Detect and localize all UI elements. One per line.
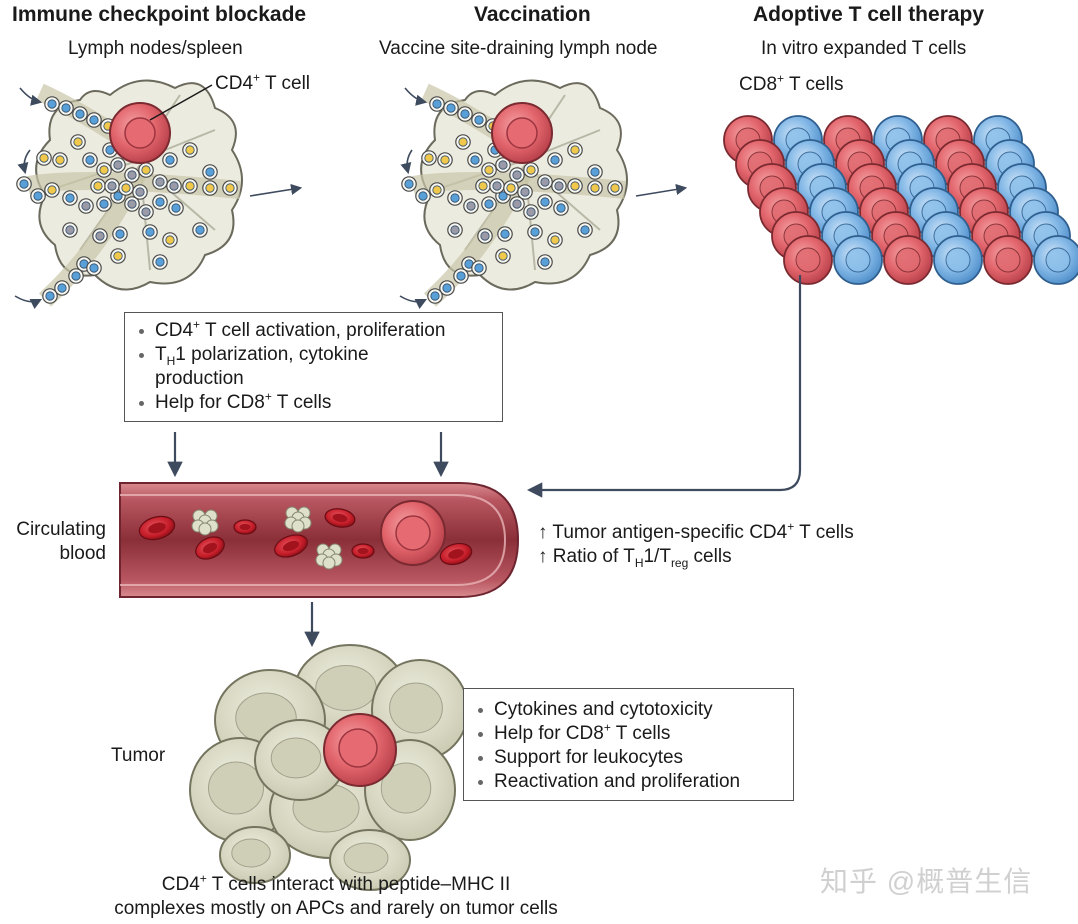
- cd4-t-cell-label: CD4+ T cell: [215, 70, 311, 94]
- tumor-label: Tumor: [111, 745, 166, 766]
- act-to-blood-arrow: [526, 275, 802, 498]
- function-item: Cytokines and cytotoxicity: [468, 698, 789, 722]
- column-title-act: Adoptive T cell therapy: [753, 3, 985, 26]
- function-item: Support for leukocytes: [468, 746, 789, 770]
- function-item: Help for CD8+ T cells: [468, 722, 789, 746]
- tumor-mass: [189, 644, 469, 891]
- blood-effect-1: ↑ Tumor antigen-specific CD4+ T cells: [538, 519, 854, 543]
- tumor-functions-box: Cytokines and cytotoxicity Help for CD8+…: [463, 688, 794, 801]
- cd8-t-cells-label: CD8+ T cells: [739, 71, 844, 95]
- watermark: 知乎 @概普生信: [820, 866, 1033, 897]
- blood-effect-2: ↑ Ratio of TH1/Treg cells: [538, 546, 732, 570]
- tumor-caption: CD4+ T cells interact with peptide–MHC I…: [114, 871, 558, 919]
- activation-item: CD4+ T cell activation, proliferation: [129, 319, 498, 343]
- expanded-t-cells: [723, 115, 1078, 285]
- red-blood-cells: [138, 508, 473, 566]
- function-item: Reactivation and proliferation: [468, 770, 789, 794]
- column-subtitle-checkpoint: Lymph nodes/spleen: [68, 38, 243, 59]
- flow-arrows: [14, 87, 688, 310]
- platelet-cluster: [284, 506, 312, 533]
- column-title-checkpoint: Immune checkpoint blockade: [12, 3, 307, 26]
- platelet-clusters: [191, 506, 343, 570]
- column-title-vaccination: Vaccination: [474, 3, 591, 26]
- activation-item: Help for CD8+ T cells: [129, 391, 498, 415]
- cd4-label-pointer: [149, 84, 213, 121]
- column-subtitle-act: In vitro expanded T cells: [761, 38, 967, 59]
- blood-vessel: [119, 482, 520, 598]
- activation-effects-box: CD4+ T cell activation, proliferation TH…: [124, 312, 503, 422]
- platelet-cluster: [315, 543, 343, 570]
- platelet-cluster: [191, 509, 219, 536]
- lymph-node-cells: [16, 96, 623, 304]
- column-subtitle-vaccination: Vaccine site-draining lymph node: [379, 38, 658, 59]
